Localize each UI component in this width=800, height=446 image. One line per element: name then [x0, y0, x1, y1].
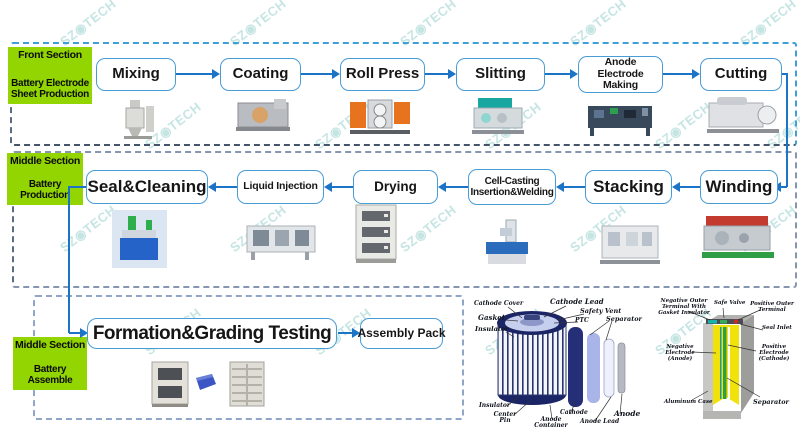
step-cell-casting: Cell-Casting Insertion&Welding: [468, 169, 556, 205]
prismatic-battery-diagram: Negative Outer Terminal With Gasket Insu…: [650, 293, 800, 433]
cutting-machine-image: [707, 97, 779, 133]
label-gasket: Gasket: [478, 313, 505, 322]
connector-line: [68, 186, 70, 333]
connector-line: [786, 73, 788, 187]
step-roll-press: Roll Press: [340, 58, 425, 91]
step-formation-grading-testing: Formation&Grading Testing: [87, 318, 337, 349]
label-separator: Separator: [753, 398, 789, 406]
label-battery-assemble: Middle Section Battery Assemble: [13, 337, 87, 390]
grading-rack-image: [229, 361, 265, 407]
label-separator: Separator: [606, 315, 642, 323]
liquid-injection-machine-image: [246, 225, 316, 260]
label-ptc: PTC: [575, 317, 589, 324]
label-anode-container: Anode Container: [534, 416, 568, 430]
flow-arrow: [672, 182, 700, 192]
label-negative-outer-terminal: Negative Outer Terminal With Gasket Insu…: [658, 298, 710, 316]
step-mixing: Mixing: [96, 58, 176, 91]
step-slitting: Slitting: [456, 58, 545, 91]
cylindrical-battery-art: [497, 305, 626, 422]
label-front-section: Front Section Battery Electrode Sheet Pr…: [8, 47, 92, 104]
flow-arrow: [425, 69, 456, 79]
connector-arrow: [69, 328, 88, 338]
front-section-subtitle: Battery Electrode Sheet Production: [11, 78, 89, 101]
slitting-machine-image: [472, 98, 524, 134]
label-positive-electrode: Positive Electrode (Cathode): [758, 344, 790, 362]
label-insulator-bottom: Insulator: [479, 402, 511, 409]
label-anode: Anode: [614, 409, 641, 418]
label-negative-electrode: Negative Electrode (Anode): [665, 344, 695, 362]
connector-line: [70, 186, 86, 188]
step-liquid-injection: Liquid Injection: [237, 170, 324, 204]
label-cathode-cover: Cathode Cover: [474, 300, 524, 307]
cell-casting-welding-machine-image: [486, 219, 528, 264]
step-drying: Drying: [353, 170, 438, 204]
label-anode-lead: Anode Lead: [580, 418, 620, 425]
label-insulator-top: Insulator: [475, 325, 509, 333]
step-cutting: Cutting: [700, 58, 782, 91]
formation-cabinet-image: [151, 361, 189, 407]
section-production-frame: [12, 151, 797, 288]
step-winding: Winding: [700, 170, 778, 204]
flow-arrow: [338, 328, 360, 338]
cylindrical-battery-diagram: Cathode Cover Cathode Lead Gasket Safety…: [462, 293, 654, 443]
roll-press-machine-image: [350, 99, 410, 134]
mixing-machine-image: [124, 100, 154, 139]
step-assembly-pack: Assembly Pack: [357, 318, 446, 349]
step-anode-electrode-making: Anode Electrode Making: [578, 56, 663, 93]
coating-machine-image: [236, 99, 290, 131]
label-center-pin: Center Pin: [493, 411, 517, 425]
winding-machine-image: [702, 216, 774, 258]
label-battery-production: Middle Section Battery Production: [7, 153, 83, 205]
battery-module-image: [196, 374, 216, 390]
label-seal-inlet: Seal Inlet: [762, 325, 792, 331]
flow-arrow: [556, 182, 585, 192]
step-seal-cleaning: Seal&Cleaning: [86, 170, 208, 204]
step-stacking: Stacking: [585, 170, 672, 204]
battery-production-title: Middle Section: [10, 155, 80, 167]
anode-electrode-machine-image: [588, 106, 652, 136]
label-cathode: Cathode: [560, 409, 588, 416]
label-safe-valve: Safe Valve: [714, 300, 746, 306]
flow-arrow: [545, 69, 578, 79]
front-section-title: Front Section: [18, 49, 82, 61]
flow-arrow: [208, 182, 237, 192]
battery-assemble-title: Middle Section: [15, 339, 85, 351]
prismatic-battery-art: [687, 307, 764, 419]
label-safety-vent: Safety Vent: [580, 307, 622, 315]
stacking-machine-image: [600, 225, 660, 264]
connector-arrow: [773, 182, 787, 192]
label-cathode-lead: Cathode Lead: [550, 297, 604, 306]
flow-arrow: [324, 182, 353, 192]
label-aluminum-case: Aluminum Case: [664, 399, 713, 405]
label-positive-outer-terminal: Positive Outer Terminal: [750, 301, 794, 313]
step-coating: Coating: [220, 58, 301, 91]
flow-arrow: [438, 182, 468, 192]
seal-cleaning-machine-image: [112, 210, 167, 268]
flow-arrow: [176, 69, 220, 79]
drying-oven-image: [355, 204, 397, 263]
flow-arrow: [663, 69, 700, 79]
battery-assemble-subtitle: Battery Assemble: [27, 364, 73, 387]
flow-arrow: [301, 69, 340, 79]
connector-line: [782, 73, 788, 75]
battery-production-subtitle: Battery Production: [20, 179, 70, 202]
